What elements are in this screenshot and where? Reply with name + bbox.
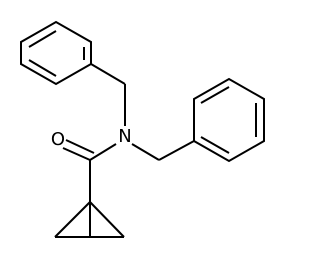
bond-ring-to-ch2-top (90, 63, 126, 85)
aromatic-bond-right-3 (200, 136, 230, 154)
cage-bond-right (89, 201, 125, 238)
aromatic-bond-right-1 (200, 86, 230, 104)
bond-nitrogen-to-carbonyl (89, 143, 117, 161)
aromatic-bond-top-left-3 (28, 59, 57, 77)
benzyl-ring-top-left (20, 20, 92, 86)
ring-outline-top-left (20, 20, 92, 86)
cage-bond-left (54, 201, 91, 238)
ring-outline-right (193, 77, 265, 163)
carbonyl-double-bond-2 (65, 139, 95, 154)
aromatic-bond-top-left-1 (28, 30, 57, 48)
atom-label-oxygen: O (51, 129, 65, 150)
benzyl-ring-right (193, 77, 265, 163)
bicyclopentane-cage (54, 201, 125, 238)
atom-label-nitrogen: N (118, 126, 131, 147)
chemical-structure: O N (20, 20, 265, 238)
structure-canvas: O N (20, 20, 265, 238)
carbonyl-double-bond-1 (62, 147, 91, 161)
bond-ch2-to-right-ring (158, 140, 195, 161)
bond-nitrogen-to-ch2-right (131, 143, 160, 161)
